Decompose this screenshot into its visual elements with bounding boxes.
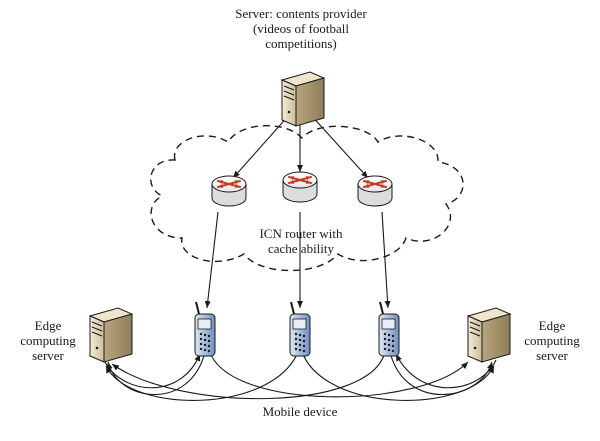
content-server-icon — [281, 71, 325, 127]
router-icon — [211, 175, 247, 207]
edge-server-left-icon — [89, 307, 133, 363]
router-to-phone-links — [204, 211, 391, 309]
edge-server-right-label: Edge computing server — [524, 318, 580, 363]
edge-server-right-icon — [467, 307, 511, 363]
mobile-phone-icon — [378, 301, 400, 357]
mobile-phone-icon — [289, 301, 311, 357]
content-server-label: Server: contents provider (videos of foo… — [235, 6, 367, 51]
phone-to-edge-links — [103, 351, 497, 401]
mobile-device-label: Mobile device — [262, 404, 338, 419]
network-cloud — [150, 125, 464, 272]
server-to-router-links — [232, 113, 369, 179]
edge-server-left-label: Edge computing server — [20, 318, 76, 363]
mobile-phone-icon — [194, 301, 216, 357]
router-icon — [282, 171, 318, 203]
router-label: ICN router with cache ability — [259, 226, 343, 256]
router-icon — [357, 175, 393, 207]
